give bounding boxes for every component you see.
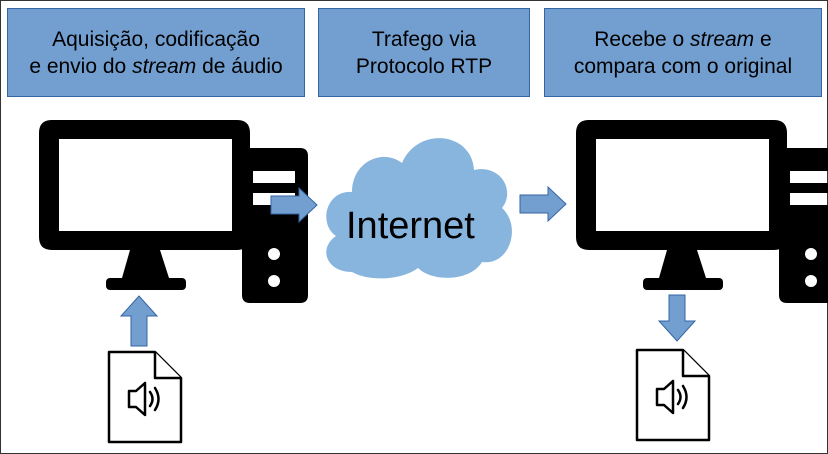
sender-label-line2: e envio do stream de áudio: [29, 54, 283, 78]
arrow-up-icon: [119, 295, 159, 347]
receiver-computer-icon: [576, 120, 828, 303]
cloud-icon: [326, 138, 512, 279]
sender-computer-icon: [39, 120, 308, 303]
receiver-label-line2: compara com o original: [573, 54, 793, 78]
network-label-line2: Protocolo RTP: [355, 54, 493, 78]
source-audio-file-icon: [107, 350, 183, 444]
received-audio-file-icon: [635, 348, 711, 442]
arrow-right-icon: [519, 186, 567, 222]
label-box-sender: Aquisição, codificação e envio do stream…: [7, 8, 305, 97]
arrow-down-icon: [657, 294, 697, 342]
receiver-label-line1: Recebe o stream e: [594, 27, 772, 51]
network-label-line1: Trafego via: [371, 27, 477, 51]
sender-label-line1: Aquisição, codificação: [52, 27, 260, 51]
label-box-receiver: Recebe o stream e compara com o original: [544, 8, 822, 97]
label-box-network: Trafego via Protocolo RTP: [318, 8, 530, 97]
cloud-label: Internet: [346, 205, 475, 247]
